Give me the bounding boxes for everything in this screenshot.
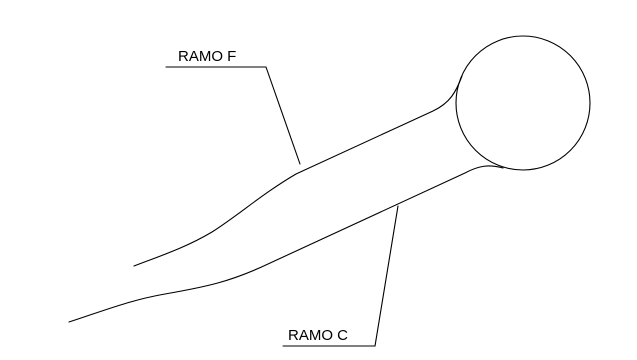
- label-ramo-f: RAMO F: [178, 48, 236, 65]
- shaft-lower-edge: [68, 165, 504, 323]
- leader-ramo-c-line: [374, 205, 399, 347]
- shaft-upper-edge: [133, 75, 463, 267]
- label-ramo-c: RAMO C: [288, 327, 348, 344]
- head-circle: [455, 35, 591, 171]
- leader-ramo-f: [165, 66, 301, 165]
